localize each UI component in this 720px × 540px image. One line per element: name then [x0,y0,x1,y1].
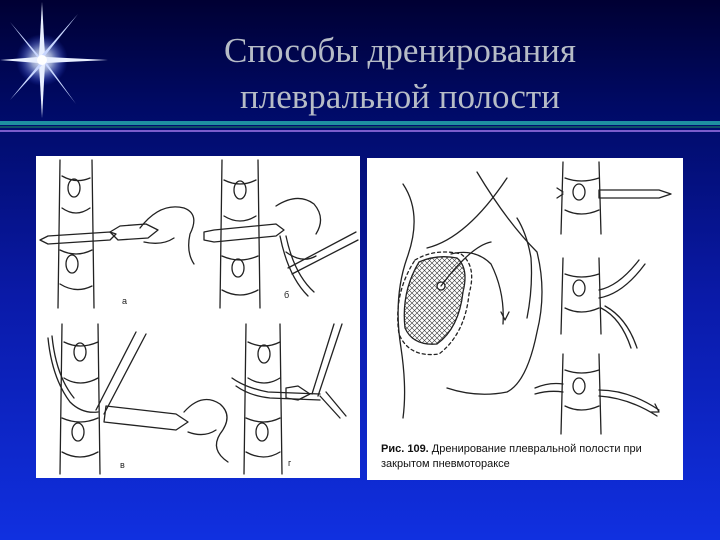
lung-drawing [397,241,510,356]
pneumothorax-illustration [397,161,672,435]
step-label-a: а [122,296,127,306]
step-c-drawing [47,323,229,475]
sparkle-star-icon [0,2,108,118]
step-a-drawing [39,159,195,309]
step-d-drawing [231,323,347,475]
figure-drainage-steps: а б в г [36,156,360,478]
figure-caption-text: Дренирование плевральной полости при зак… [381,443,642,470]
sequence-middle-drawing [560,257,646,349]
step-b-drawing [203,159,359,309]
figure-closed-pneumothorax: Рис. 109. Дренирование плевральной полос… [367,158,683,480]
sequence-top-drawing [556,161,672,235]
slide-title: Способы дренирования плевральной полости [150,28,650,120]
title-divider-teal [0,121,720,125]
step-label-c: в [120,460,125,470]
step-label-d: г [288,458,292,468]
title-divider-violet [0,130,720,132]
sequence-bottom-drawing [534,353,660,435]
figure-caption-label: Рис. 109. [381,443,429,455]
slide-title-line-2: плевральной полости [240,77,560,116]
slide-title-line-1: Способы дренирования [223,31,577,70]
step-label-b: б [284,290,289,300]
drainage-steps-illustration: а б в г [39,159,359,475]
title-divider-dark [0,126,720,128]
figure-caption: Рис. 109. Дренирование плевральной полос… [381,442,681,472]
